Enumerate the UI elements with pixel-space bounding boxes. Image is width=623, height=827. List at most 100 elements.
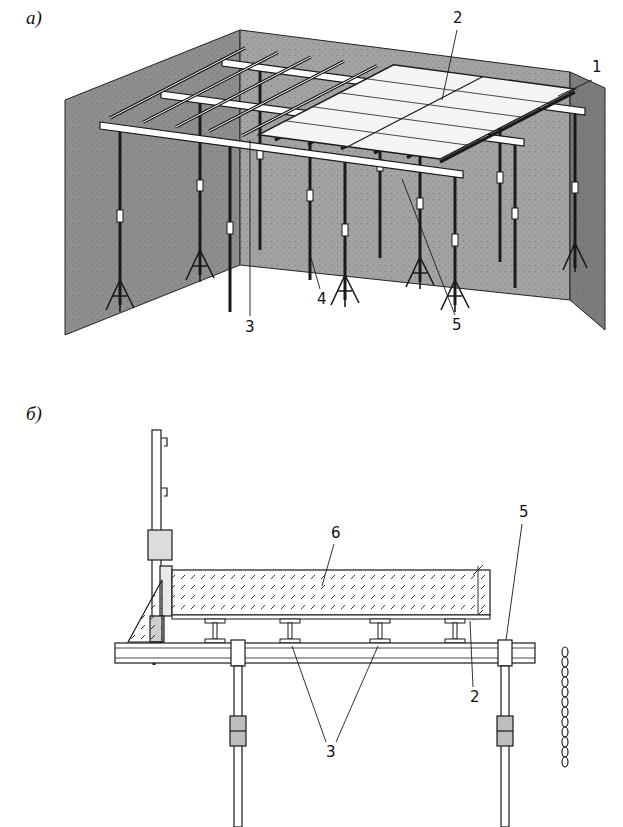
figure-label: а): [26, 8, 42, 27]
chain: [562, 737, 568, 747]
plywood-deck: [286, 121, 468, 145]
leader-line: [402, 179, 455, 315]
prop: [572, 182, 578, 193]
callout-number: 5: [519, 505, 529, 520]
leader-line: [470, 621, 473, 687]
joist-highlight: [143, 52, 278, 122]
figure-label: б): [26, 404, 42, 423]
i-beam-joist: [445, 619, 465, 623]
tripod: [186, 250, 214, 282]
plywood-deck: [313, 107, 495, 131]
chain: [562, 747, 568, 757]
i-beam-joist: [378, 623, 382, 639]
leader-line: [506, 524, 522, 640]
dimension-mark: [473, 565, 483, 575]
prop: [230, 730, 246, 731]
main-girder: [115, 648, 535, 649]
joist: [110, 48, 575, 162]
prop: [307, 190, 313, 201]
i-beam-joist: [205, 619, 225, 623]
edge-formwork: [148, 530, 172, 560]
walls: [65, 30, 605, 335]
prop: [497, 716, 513, 746]
walls: [65, 30, 605, 335]
leader-line: [292, 646, 326, 742]
leader-line: [311, 258, 320, 289]
chain: [562, 677, 568, 687]
chain: [562, 657, 568, 667]
chain: [562, 727, 568, 737]
concrete-slab: [172, 570, 490, 615]
leader-line: [442, 30, 457, 100]
callout-number: 2: [453, 11, 463, 26]
plywood-deck: [259, 65, 576, 159]
chain: [562, 687, 568, 697]
tripod: [106, 243, 587, 312]
i-beam-joist: [453, 623, 457, 639]
callout-number: 3: [326, 745, 336, 760]
concrete-slab: [172, 570, 490, 615]
i-beam-joist: [288, 623, 292, 639]
chain: [562, 707, 568, 717]
chain: [562, 757, 568, 767]
callout-number: 2: [470, 690, 480, 705]
prop: [117, 210, 123, 222]
prop: [497, 730, 513, 731]
prop: [227, 222, 233, 234]
plywood-sheet: [172, 615, 490, 619]
tripod: [331, 275, 359, 307]
prop: [197, 180, 203, 191]
prop: [512, 208, 518, 219]
plywood-deck: [340, 93, 522, 117]
prop: [259, 71, 262, 250]
callout-number: 6: [331, 526, 341, 541]
callout-number: 5: [452, 318, 462, 333]
edge-formwork: [128, 430, 172, 665]
joist: [143, 52, 278, 122]
prop: [452, 234, 458, 246]
dimension-mark: [478, 566, 479, 619]
prop: [342, 224, 348, 236]
tripod: [106, 280, 134, 312]
dimension-mark: [473, 565, 483, 620]
plywood-deck: [259, 65, 576, 159]
joist: [176, 57, 311, 127]
leader-line: [322, 544, 334, 586]
i-beam-joist: [280, 619, 300, 623]
main-girder: [100, 59, 585, 178]
chain: [562, 697, 568, 707]
tripod: [441, 280, 469, 312]
i-beam-joist: [213, 623, 217, 639]
chain: [562, 647, 568, 767]
chain: [562, 667, 568, 677]
main-girder: [498, 640, 512, 666]
joist-highlight: [110, 48, 245, 118]
prop: [417, 198, 423, 209]
chain: [562, 717, 568, 727]
main-girder: [231, 640, 245, 666]
leader-line: [250, 140, 251, 316]
leader-line: [336, 646, 378, 742]
prop: [230, 666, 513, 827]
callout-number: 4: [317, 292, 327, 307]
tripod: [406, 257, 434, 289]
leader-line: [558, 80, 592, 96]
i-beam-joist: [370, 619, 390, 623]
plywood-sheet: [172, 615, 490, 619]
callout-number: 3: [245, 320, 255, 335]
joist-highlight: [176, 57, 311, 127]
prop: [497, 172, 503, 183]
prop: [230, 716, 246, 746]
tripod: [563, 243, 587, 272]
edge-formwork: [161, 488, 167, 496]
plywood-deck: [367, 79, 549, 103]
edge-formwork: [128, 580, 162, 642]
leader-line: [292, 524, 522, 742]
leader-line: [250, 30, 592, 316]
concrete-slab: [172, 570, 490, 615]
joist: [110, 48, 245, 118]
edge-formwork: [161, 438, 167, 446]
plywood-deck: [348, 77, 483, 147]
